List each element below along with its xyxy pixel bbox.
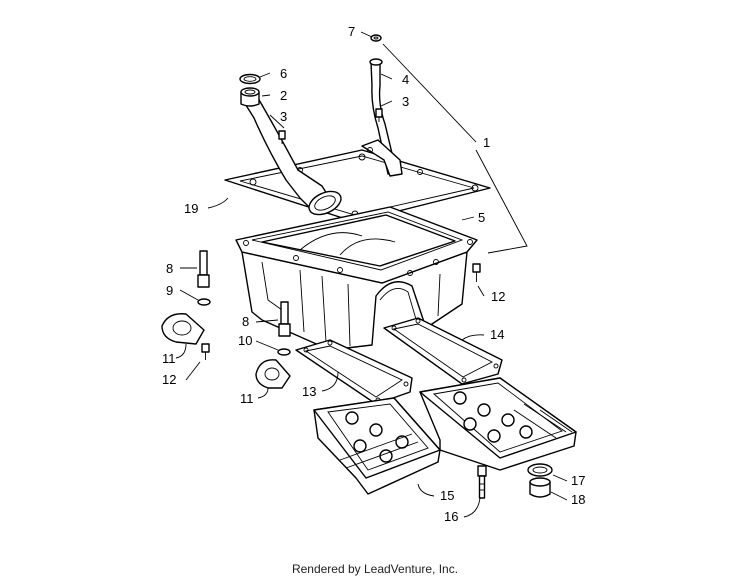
- callout-7: 7: [348, 24, 355, 39]
- mount-11-center: [255, 359, 291, 389]
- dipstick-tube: [240, 87, 342, 216]
- callout-18: 18: [571, 492, 585, 507]
- screw-3-right: [375, 108, 383, 122]
- callout-16: 16: [444, 509, 458, 524]
- callout-9: 9: [166, 283, 173, 298]
- callout-14: 14: [490, 327, 504, 342]
- oil-pan: [235, 206, 478, 351]
- callout-8-center: 8: [242, 314, 249, 329]
- cap-7: [370, 34, 382, 42]
- callout-8-left: 8: [166, 261, 173, 276]
- washer-10: [277, 348, 291, 356]
- callout-11-left: 11: [162, 351, 176, 366]
- stud-8-left: [197, 250, 210, 288]
- callout-numbers: 1 2 3 3 4 5 6 7 8 8 9 10 11 11 12 12 13 …: [162, 24, 585, 524]
- leader-lines: [175, 31, 568, 518]
- callout-3-left: 3: [280, 109, 287, 124]
- callout-3-right: 3: [402, 94, 409, 109]
- callout-13: 13: [302, 384, 316, 399]
- callout-1: 1: [483, 135, 490, 150]
- gasket-14: [383, 317, 503, 385]
- callout-15: 15: [440, 488, 454, 503]
- callout-11-center: 11: [240, 391, 254, 406]
- callout-4: 4: [402, 72, 409, 87]
- callout-12-right: 12: [491, 289, 505, 304]
- callout-17: 17: [571, 473, 585, 488]
- upper-gasket: [224, 149, 491, 223]
- screw-12-right: [472, 263, 481, 282]
- washer-9: [197, 298, 211, 306]
- screw-3-left: [278, 130, 286, 144]
- callout-2: 2: [280, 88, 287, 103]
- lower-cover: [313, 377, 577, 495]
- o-ring-6: [239, 73, 261, 85]
- mount-11-left: [161, 313, 205, 345]
- plug-17-18: [527, 463, 553, 498]
- dipstick-4: [361, 58, 403, 177]
- gasket-13: [295, 339, 413, 405]
- callout-12-left: 12: [162, 372, 176, 387]
- bolt-16: [477, 465, 487, 499]
- callout-19: 19: [184, 201, 198, 216]
- callout-5: 5: [478, 210, 485, 225]
- callout-10: 10: [238, 333, 252, 348]
- footer-credit: Rendered by LeadVenture, Inc.: [291, 562, 459, 576]
- callout-6: 6: [280, 66, 287, 81]
- stud-8-center: [278, 301, 291, 337]
- screw-12-left: [201, 343, 210, 360]
